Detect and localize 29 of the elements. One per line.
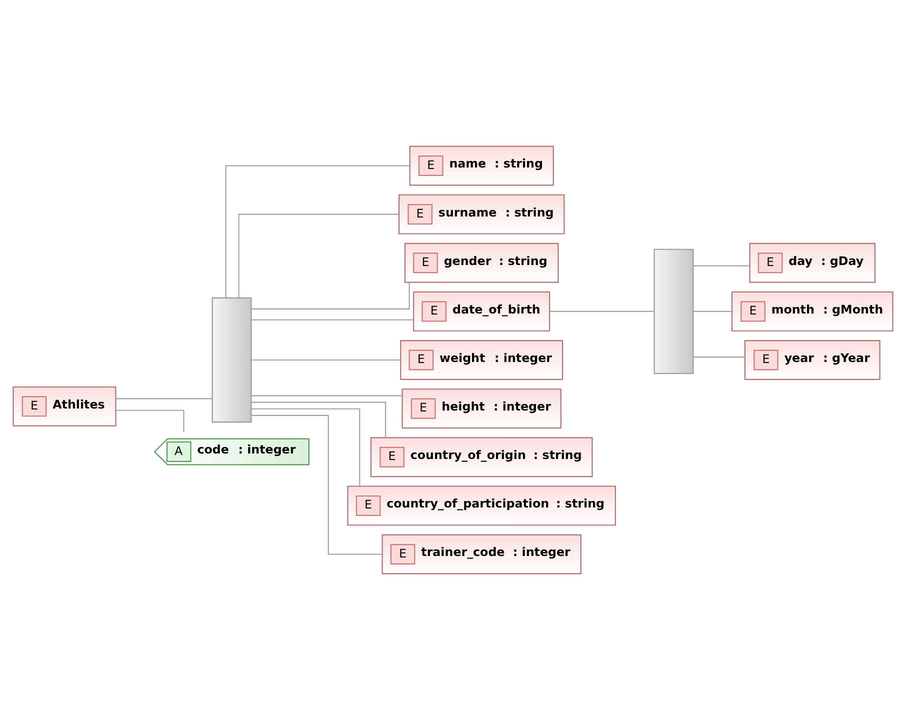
connector (116, 398, 212, 399)
connector (251, 358, 400, 360)
node-bar (654, 248, 694, 374)
node-box: E date_of_birth (413, 290, 550, 331)
connector (251, 318, 414, 320)
connector (225, 164, 410, 297)
connector (693, 310, 732, 312)
connector (251, 394, 402, 396)
connector (693, 264, 750, 266)
node-box: E day : gDay (749, 242, 876, 282)
node-box: E weight : integer (400, 340, 564, 380)
node-box: E trainer_code : integer (382, 534, 582, 574)
node-box: E Athlites (12, 386, 116, 426)
node-box: E month : gMonth (731, 290, 894, 331)
connector (251, 282, 410, 309)
node-box: E height : integer (402, 388, 562, 428)
node-bar (212, 296, 252, 422)
node-box: E surname : string (398, 194, 565, 234)
connector (238, 213, 399, 298)
connector (251, 408, 360, 486)
node-box: E gender : string (404, 242, 559, 282)
connector (550, 310, 654, 312)
node-box: E country_of_participation : string (347, 485, 616, 526)
connector (693, 356, 745, 358)
node-box: E country_of_origin : string (370, 436, 593, 477)
connector (251, 401, 386, 438)
node-box: E year : gYear (744, 340, 880, 380)
node-box: E name : string (409, 145, 554, 186)
connector (116, 409, 184, 432)
